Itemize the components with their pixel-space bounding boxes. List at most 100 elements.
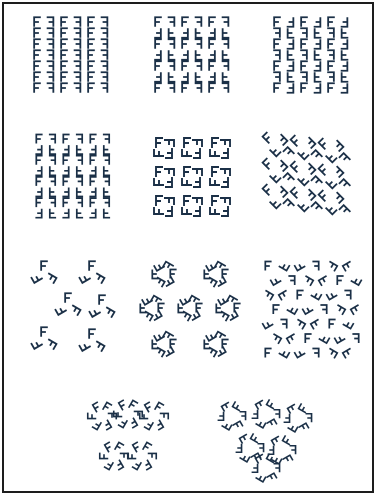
pattern-p1-row1-svg [30, 16, 110, 94]
pattern-p6-row4-svg [84, 394, 168, 480]
f-glyph [133, 442, 142, 452]
f-glyph [77, 166, 83, 175]
f-glyph [89, 306, 101, 317]
f-glyph [288, 276, 294, 285]
f-glyph [34, 39, 41, 49]
f-glyph [279, 290, 290, 300]
f-glyph [327, 50, 334, 60]
f-glyph [35, 166, 41, 175]
f-glyph [300, 72, 307, 82]
f-glyph [256, 454, 266, 463]
f-glyph [61, 72, 68, 82]
f-glyph [270, 171, 281, 182]
f-glyph [50, 209, 56, 218]
f-glyph [182, 178, 192, 185]
f-glyph [288, 72, 295, 82]
f-glyph [223, 50, 230, 60]
f-glyph [88, 72, 95, 82]
f-glyph [220, 198, 230, 205]
f-glyph [288, 50, 295, 60]
f-glyph [184, 167, 191, 177]
f-glyph [352, 334, 358, 343]
f-glyph [222, 39, 229, 49]
f-glyph [332, 140, 343, 151]
f-glyph [61, 39, 68, 49]
f-glyph [168, 83, 175, 93]
f-glyph [287, 61, 294, 71]
f-glyph [334, 305, 345, 315]
f-glyph [181, 72, 188, 82]
f-glyph [164, 140, 174, 147]
f-glyph [31, 272, 43, 283]
pattern-p3-row3 [28, 258, 118, 362]
f-glyph [103, 307, 115, 318]
f-glyph [155, 402, 164, 412]
f-glyph [88, 50, 95, 60]
f-glyph [274, 61, 281, 71]
f-glyph [88, 61, 95, 71]
f-glyph [326, 151, 337, 162]
f-glyph [208, 28, 215, 38]
f-glyph [61, 83, 68, 93]
f-glyph [36, 198, 42, 207]
f-glyph [168, 17, 175, 27]
f-glyph [79, 272, 91, 283]
f-glyph [326, 290, 337, 300]
f-glyph [47, 28, 54, 38]
f-glyph [297, 291, 303, 300]
f-glyph [119, 400, 128, 410]
f-glyph [65, 293, 72, 303]
f-glyph [327, 28, 334, 38]
f-glyph [89, 209, 95, 218]
f-glyph [55, 304, 67, 315]
f-glyph [89, 166, 95, 175]
f-glyph [154, 178, 164, 185]
f-glyph [283, 455, 293, 464]
f-glyph [328, 39, 335, 49]
f-glyph [319, 138, 330, 149]
f-glyph [76, 177, 82, 186]
f-glyph [270, 334, 281, 344]
f-glyph [268, 446, 274, 455]
f-glyph [311, 319, 322, 329]
f-glyph [50, 188, 56, 197]
f-glyph [342, 50, 349, 60]
f-glyph [265, 349, 271, 358]
f-glyph [312, 262, 318, 271]
f-glyph [312, 349, 318, 358]
f-glyph [193, 148, 200, 158]
f-glyph [288, 422, 298, 431]
f-glyph [221, 148, 228, 158]
f-glyph [315, 50, 322, 60]
f-glyph [222, 402, 232, 411]
f-glyph [195, 61, 202, 71]
f-glyph [315, 72, 322, 82]
f-glyph [88, 413, 97, 419]
pattern-p6m-row4-svg [210, 396, 318, 478]
f-glyph [63, 156, 69, 165]
f-glyph [101, 61, 108, 71]
f-glyph [280, 320, 286, 329]
f-glyph [89, 261, 96, 271]
f-glyph [181, 28, 188, 38]
f-glyph [319, 333, 330, 343]
f-glyph [251, 433, 261, 442]
f-glyph [62, 166, 68, 175]
pattern-p31m-row3-svg [260, 258, 360, 364]
f-glyph [221, 206, 228, 216]
f-glyph [104, 209, 110, 218]
f-glyph [129, 400, 138, 410]
f-glyph [210, 149, 220, 156]
f-glyph [34, 17, 41, 27]
pattern-cm-row2 [258, 130, 354, 220]
f-glyph [319, 164, 330, 175]
f-glyph [101, 50, 108, 60]
f-glyph [182, 149, 192, 156]
f-glyph [210, 178, 220, 185]
f-glyph [182, 39, 189, 49]
f-glyph [154, 149, 164, 156]
pattern-p6m-row4 [210, 396, 318, 478]
f-glyph [327, 72, 334, 82]
f-glyph [63, 135, 69, 144]
f-glyph [274, 464, 280, 473]
